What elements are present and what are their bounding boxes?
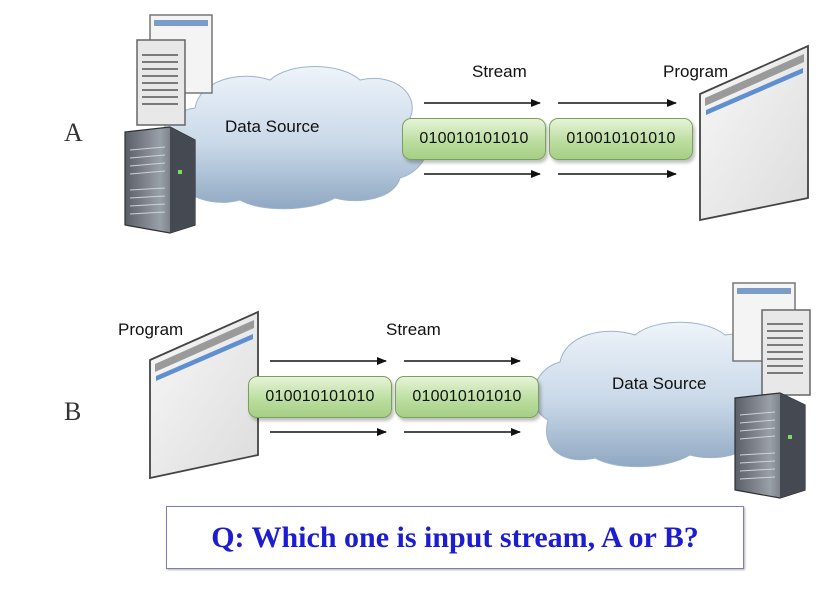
diagram-a-letter: A (64, 118, 83, 147)
bit-packet-b-2: 010010101010 (395, 376, 539, 418)
stream-label-b: Stream (386, 320, 441, 339)
diagram-b-letter: B (64, 397, 82, 426)
stream-label-a: Stream (472, 62, 527, 81)
program-label-a: Program (663, 62, 729, 81)
program-window-a (699, 44, 809, 222)
bit-packet-b-1: 010010101010 (248, 376, 392, 418)
program-label-b: Program (118, 320, 184, 339)
stream-arrows-b (270, 357, 521, 436)
data-source-label-b: Data Source (612, 374, 707, 393)
data-source-label-a: Data Source (225, 117, 320, 136)
stream-arrows-a (424, 99, 677, 178)
question-box: Q: Which one is input stream, A or B? (166, 506, 744, 569)
server-icon-b (732, 282, 811, 499)
server-icon-a (124, 14, 213, 234)
program-window-b (149, 310, 259, 480)
bit-packet-a-2: 010010101010 (549, 118, 693, 160)
bit-packet-a-1: 010010101010 (402, 118, 546, 160)
